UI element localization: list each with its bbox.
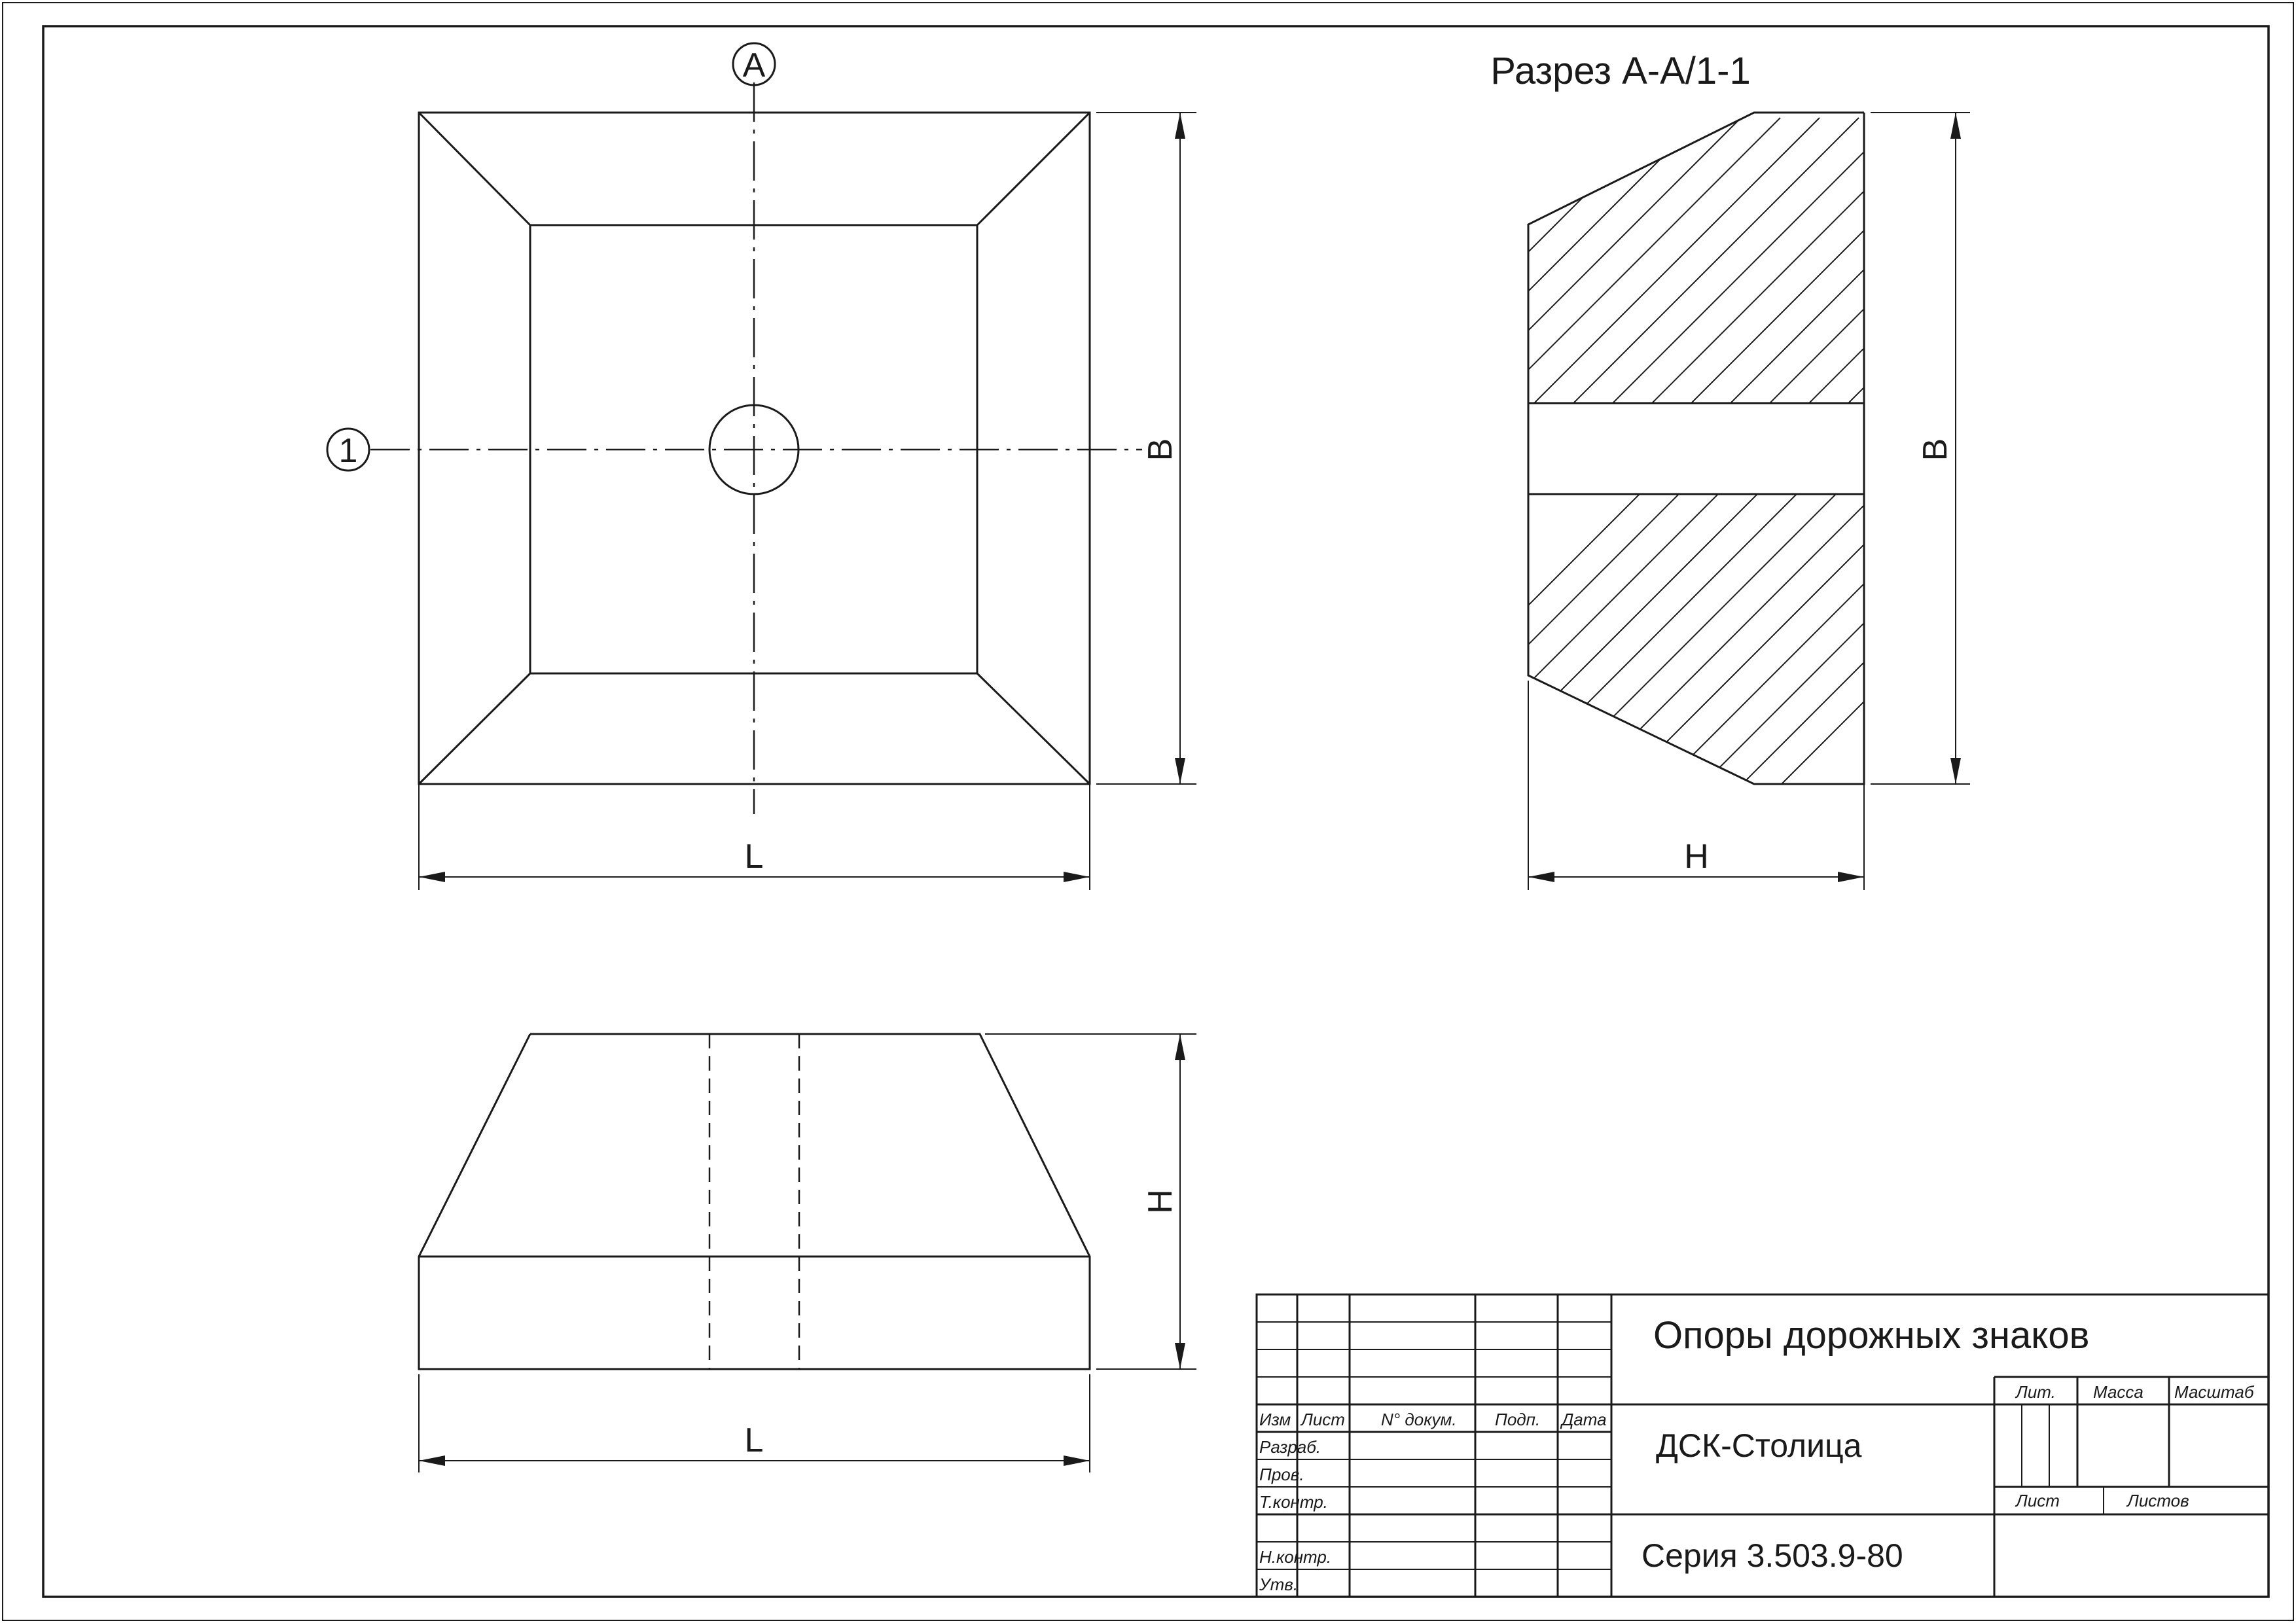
- row-prov: Пров.: [1259, 1465, 1304, 1484]
- elevation-view: H L: [418, 1033, 1196, 1472]
- plan-height-label: B: [1141, 438, 1179, 461]
- mass-label: Масса: [2093, 1382, 2144, 1402]
- section-hatch-top: [1528, 117, 1864, 403]
- col-doc: N° докум.: [1381, 1410, 1457, 1429]
- organization: ДСК-Столица: [1656, 1427, 1862, 1464]
- col-date: Дата: [1560, 1410, 1607, 1429]
- row-nkontr: Н.контр.: [1259, 1547, 1331, 1567]
- elevation-width-label: L: [745, 1421, 764, 1459]
- scale-label: Масштаб: [2174, 1382, 2255, 1402]
- section-mark-a-label: А: [743, 46, 766, 84]
- title-block-border: [1255, 1293, 2270, 1598]
- col-list: Лист: [1300, 1410, 1345, 1429]
- section-width-label: H: [1684, 838, 1709, 876]
- col-sign: Подп.: [1495, 1410, 1540, 1429]
- section-title: Разрез А-А/1-1: [1490, 50, 1751, 92]
- section-view: Разрез А-А/1-1: [1490, 50, 1970, 890]
- product-name: Опоры дорожных знаков: [1653, 1314, 2089, 1357]
- row-razrab: Разраб.: [1259, 1437, 1321, 1457]
- section-mark-1: [326, 427, 370, 472]
- section-mark-a: [732, 42, 776, 86]
- section-height-label: B: [1916, 438, 1954, 461]
- row-tkontr: Т.контр.: [1259, 1492, 1328, 1512]
- sheet-label: Лист: [2015, 1491, 2060, 1510]
- lit-label: Лит.: [2015, 1382, 2056, 1402]
- drawing-frame: [42, 25, 2270, 1598]
- section-hatch-bottom: [1528, 494, 1864, 784]
- title-block: Изм Лист N° докум. Подп. Дата Разраб. Пр…: [1255, 1293, 2270, 1598]
- elevation-outline: [418, 1033, 1091, 1370]
- section-outline: [1527, 111, 1865, 785]
- series: Серия 3.503.9-80: [1641, 1537, 1903, 1574]
- section-mark-1-label: 1: [339, 432, 358, 470]
- elevation-height-label: H: [1141, 1189, 1179, 1214]
- sheets-label: Листов: [2126, 1491, 2189, 1510]
- col-izm: Изм: [1259, 1410, 1291, 1429]
- plan-width-label: L: [745, 838, 764, 876]
- plan-view: А 1 L B: [326, 42, 1196, 890]
- row-utv: Утв.: [1259, 1575, 1298, 1594]
